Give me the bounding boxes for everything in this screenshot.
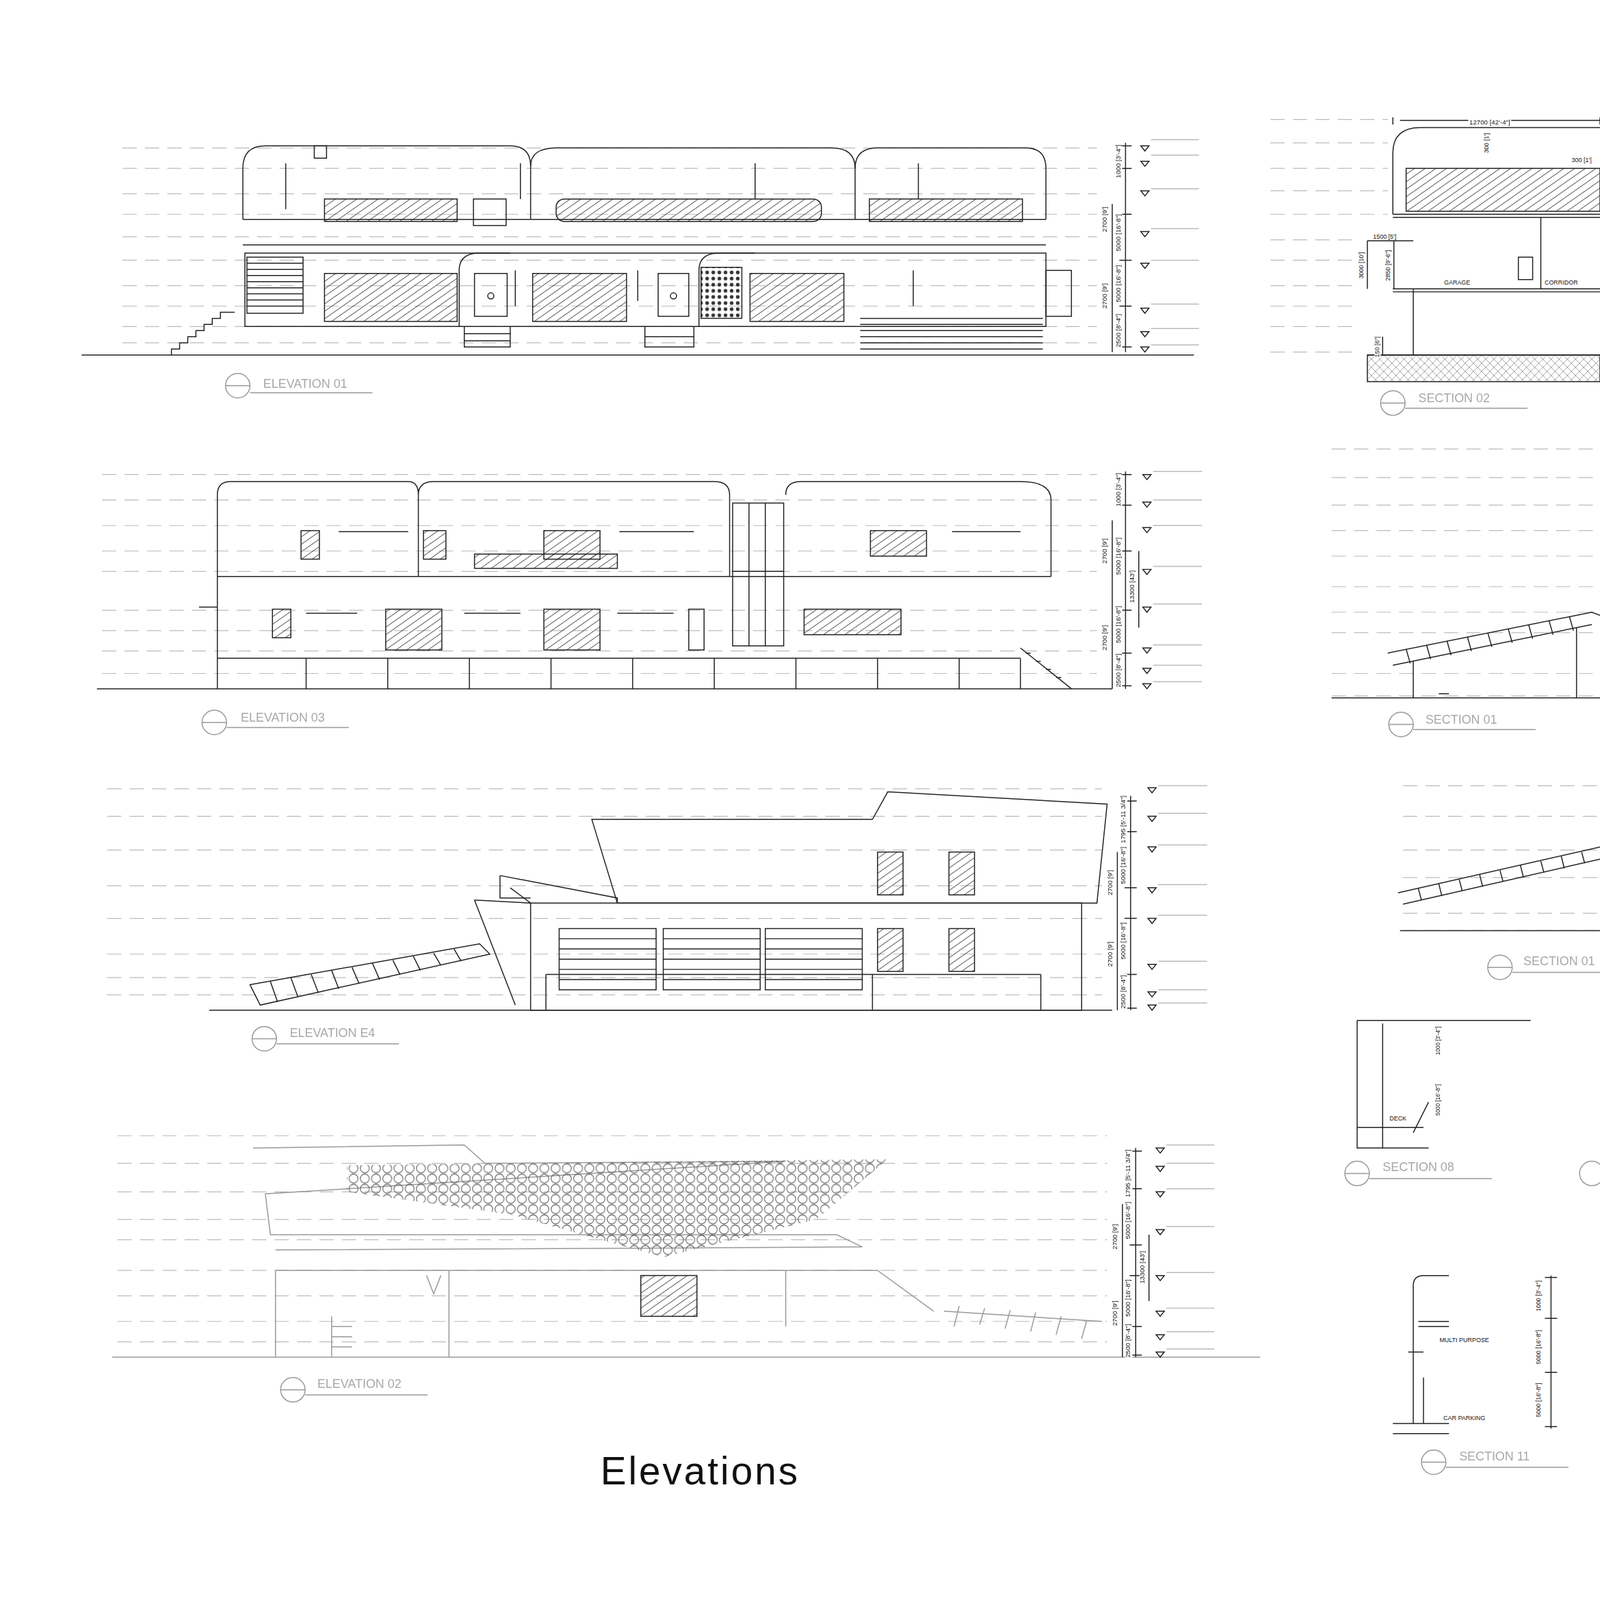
dimension-text: 5000 [16'-8"] (1435, 1083, 1442, 1118)
room-label: 12700 [42'-4"] (1468, 119, 1512, 126)
dimension-text: 2700 [9'] (1102, 623, 1109, 652)
room-label: CAR PARKING (1442, 1415, 1487, 1422)
dimension-text: 5000 [16'-8"] (1115, 212, 1122, 252)
dimension-text: 2700 [9'] (1106, 940, 1114, 968)
dimension-text: 5000 [16'-8"] (1125, 1278, 1133, 1318)
dimension-text: 2500 [8'-4"] (1125, 1322, 1133, 1359)
drawing-title: ELEVATION 01 (263, 377, 348, 390)
drawing-title: SECTION 01 (1523, 954, 1595, 968)
dimension-text: 2700 [9'] (1112, 1223, 1120, 1251)
drawing-title: ELEVATION 03 (240, 711, 325, 724)
room-label: 1500 [5'] (1372, 233, 1398, 241)
dimension-text: 2850 [9'-6"] (1384, 248, 1391, 282)
dimension-text: 5000 [16'-8"] (1125, 1200, 1133, 1240)
room-label: CORRIDOR (1543, 279, 1579, 286)
drawing-title: SECTION 11 (1459, 1450, 1530, 1463)
dimension-text: 300 [1'] (1483, 132, 1490, 154)
dimension-text: 13300 [43'] (1129, 569, 1137, 605)
dimension-text: 13300 [43'] (1139, 1249, 1147, 1285)
room-label: 300 [1'] (1570, 157, 1593, 164)
dimension-text: 2700 [9'] (1102, 282, 1109, 310)
room-label: MULTI PURPOSE (1438, 1336, 1490, 1343)
dimension-text: 150 [6"] (1374, 335, 1381, 359)
dimension-text: 2700 [9'] (1102, 537, 1109, 566)
dimension-text: 5000 [16'-8"] (1115, 264, 1122, 304)
dimension-text: 1795 [5'-11 3/4"] (1125, 1148, 1133, 1199)
dimension-text: 5000 [16'-8"] (1115, 604, 1122, 644)
dimension-text: 3000 [10'] (1357, 251, 1365, 280)
dimension-text: 5000 [16'-8"] (1535, 1328, 1542, 1365)
room-label: DECK (1388, 1115, 1408, 1122)
drawing-title: SECTION 08 (1382, 1161, 1454, 1174)
dimension-text: 1000 [3'-4"] (1435, 1025, 1442, 1056)
dimension-text: 5000 [16'-8"] (1120, 921, 1128, 961)
dimension-text: 2700 [9'] (1102, 205, 1109, 234)
dimension-text: 5000 [16'-8"] (1120, 845, 1128, 885)
drawing-title: SECTION 01 (1425, 713, 1497, 726)
dimension-text: 1000 [3'-4"] (1535, 1279, 1542, 1313)
dimension-text: 2500 [8'-4"] (1120, 974, 1128, 1010)
dimension-text: 2500 [8'-4"] (1115, 652, 1122, 689)
dimension-text: 5000 [16'-8"] (1535, 1381, 1542, 1419)
room-label: GARAGE (1443, 279, 1472, 286)
drawing-title: ELEVATION E4 (290, 1026, 376, 1040)
dimension-text: 1000 [3'-4"] (1115, 471, 1122, 508)
drawing-title: ELEVATION 02 (317, 1377, 402, 1390)
dimension-text: 2500 [8'-4"] (1115, 312, 1122, 349)
sheet-title: Elevations (600, 1452, 800, 1492)
drawing-title: SECTION 02 (1418, 391, 1490, 405)
dimension-text: 2700 [9'] (1106, 868, 1114, 897)
dimension-text: 2700 [9'] (1112, 1299, 1120, 1328)
dimension-text: 1795 [5'-11 3/4"] (1120, 794, 1128, 845)
dimension-text: 1000 [3'-4"] (1115, 143, 1122, 180)
dimension-text: 5000 [16'-8"] (1115, 536, 1122, 576)
